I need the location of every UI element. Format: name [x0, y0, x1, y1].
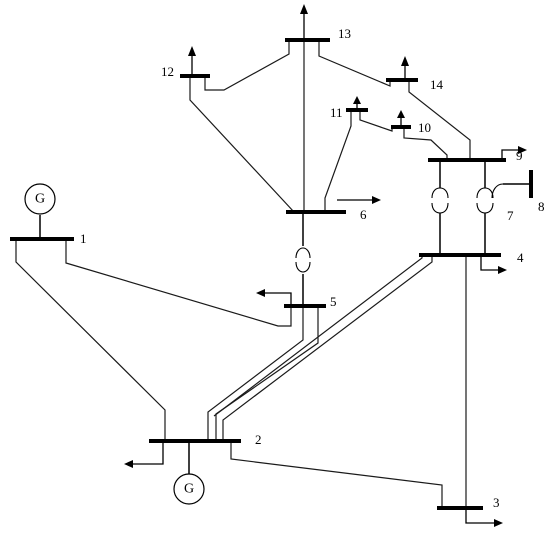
bus-label-6: 6 [360, 207, 367, 222]
line-1-5 [65, 240, 292, 327]
bus-8-bar [529, 170, 533, 198]
bus-label-11: 11 [330, 105, 343, 120]
bus-10-bar [391, 125, 411, 129]
bus-label-14: 14 [430, 77, 444, 92]
bus-labels: 1 2 3 4 5 6 7 8 9 10 11 12 13 14 [80, 26, 545, 510]
bus-label-5: 5 [330, 294, 337, 309]
transformer-4-7-9 [476, 160, 531, 255]
bus-3-bar [437, 506, 483, 510]
load-arrow-bus-5 [256, 289, 292, 304]
line-10-9 [403, 127, 448, 160]
transformers [295, 160, 531, 306]
bus-label-13: 13 [338, 26, 351, 41]
bus-label-8: 8 [538, 199, 545, 214]
line-1-2 [15, 240, 166, 441]
line-13-14 [318, 40, 391, 87]
load-arrow-bus-6 [337, 196, 381, 204]
transformer-4-9 [431, 160, 449, 255]
bus-label-10: 10 [418, 120, 431, 135]
bus-5-bar [284, 304, 326, 308]
load-arrow-bus-13 [300, 4, 308, 38]
bus-label-4: 4 [517, 250, 524, 265]
generators: G G [24, 183, 205, 505]
transmission-lines [15, 40, 471, 508]
bus-11-bar [346, 108, 368, 112]
line-2-4-a [215, 306, 319, 441]
bus-bars [10, 38, 533, 510]
load-arrow-bus-2 [124, 443, 164, 468]
generator-bus-2: G [173, 443, 205, 505]
bus-4-bar [419, 253, 501, 257]
generator-bus-1: G [24, 183, 56, 237]
line-14-9 [408, 80, 471, 160]
bus-label-7: 7 [507, 208, 514, 223]
load-arrows [124, 4, 527, 527]
bus-2-bar [149, 439, 241, 443]
load-arrow-bus-10 [397, 110, 405, 125]
load-arrow-bus-9 [501, 146, 527, 158]
line-12-13 [204, 40, 290, 91]
line-6-12 [189, 76, 295, 213]
line-2-4-b [222, 255, 433, 441]
bus-13-bar [285, 38, 330, 42]
transformer-5-6 [295, 212, 311, 306]
bus-label-9: 9 [516, 148, 523, 163]
bus-6-bar [286, 210, 346, 214]
load-arrow-bus-4 [480, 257, 507, 274]
generator-circle-icon [173, 473, 205, 505]
generator-label: G [35, 192, 45, 207]
line-6-11 [324, 110, 352, 212]
bus-9-bar [428, 158, 506, 162]
load-arrow-bus-14 [401, 56, 409, 78]
bus-label-2: 2 [255, 432, 262, 447]
bus-label-1: 1 [80, 231, 87, 246]
bus-1-bar [10, 237, 74, 241]
bus-label-3: 3 [493, 495, 500, 510]
load-arrow-bus-11 [353, 96, 361, 108]
load-arrow-bus-12 [188, 46, 196, 74]
line-2-5 [207, 306, 304, 441]
generator-label: G [184, 482, 194, 497]
generator-circle-icon [24, 183, 56, 215]
bus-label-12: 12 [161, 64, 174, 79]
bus-12-bar [180, 74, 210, 78]
line-2-3 [230, 441, 443, 508]
line-11-10 [359, 110, 393, 132]
bus-14-bar [386, 78, 418, 82]
load-arrow-bus-3 [465, 510, 503, 527]
